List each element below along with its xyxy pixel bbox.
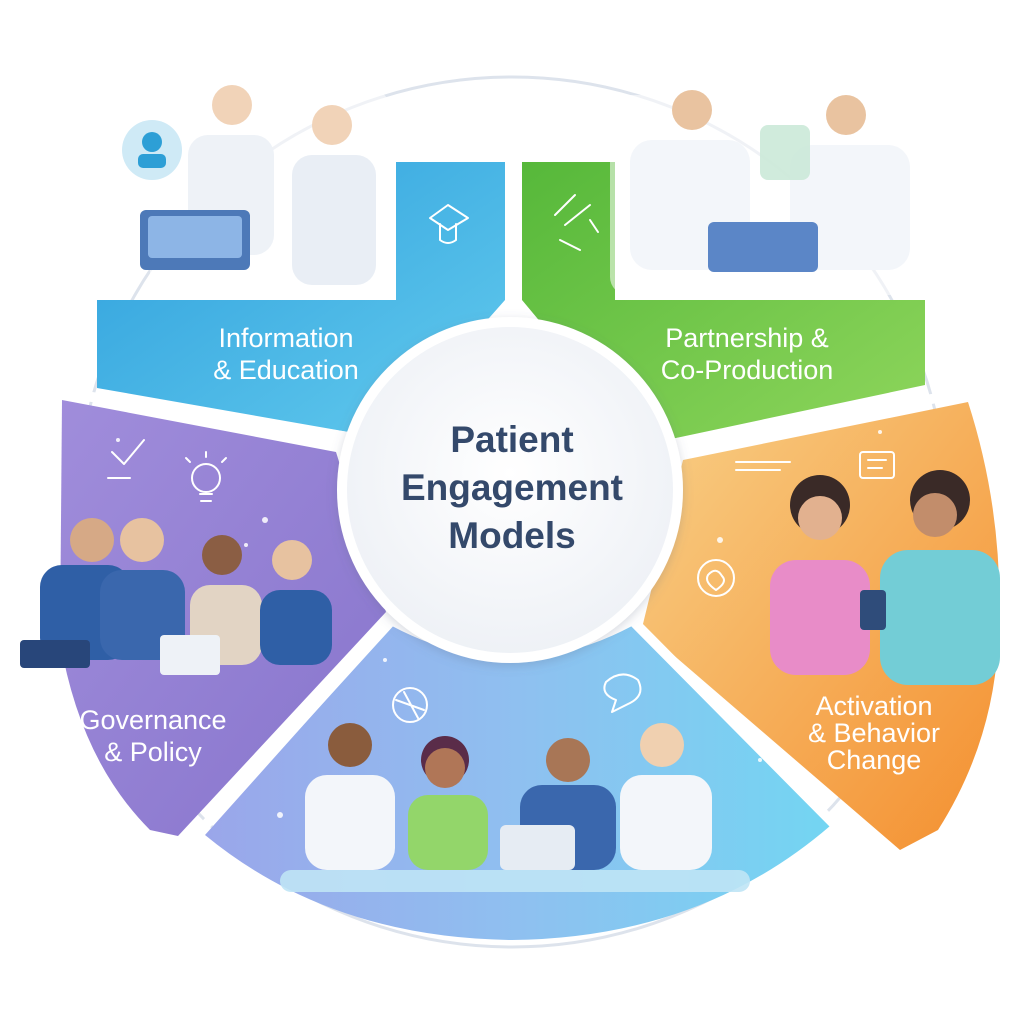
- scene-activation-behavior-change: [770, 470, 1000, 685]
- scene-information-education: [140, 85, 390, 300]
- label-line: & Policy: [104, 737, 202, 767]
- document-icon: [735, 461, 791, 471]
- label-line: Information: [218, 323, 353, 353]
- chat-bubble-icon: [603, 673, 642, 713]
- center-circle[interactable]: [337, 317, 683, 663]
- label-line: Activation: [815, 691, 932, 721]
- notebook-icon: [859, 451, 895, 479]
- label-line: & Education: [213, 355, 359, 385]
- label-line: Patient: [450, 419, 573, 460]
- scene-governance-policy: [20, 518, 332, 675]
- label-line: Partnership &: [665, 323, 829, 353]
- label-line: Governance: [79, 705, 226, 735]
- heart-icon: [697, 559, 735, 597]
- label-line: Models: [448, 515, 575, 556]
- segment-dividers: [55, 145, 977, 847]
- sparkles: [116, 430, 882, 818]
- globe-icon: [392, 687, 428, 723]
- label-partnership-coproduction: Partnership &Co-Production: [661, 323, 834, 385]
- graduation-icon: [429, 204, 469, 244]
- label-line: & Behavior: [808, 718, 940, 748]
- checklist-icon: [107, 439, 145, 479]
- label-line: Change: [827, 745, 922, 775]
- label-line: Engagement: [401, 467, 623, 508]
- label-information-education: Information& Education: [213, 323, 359, 385]
- label-line: Co-Production: [661, 355, 834, 385]
- handshake-icon: [554, 194, 599, 251]
- scene-partnership-coproduction: [610, 90, 940, 295]
- label-governance-policy: Governance& Policy: [79, 705, 226, 767]
- scene-collaborative-care: [280, 723, 750, 892]
- healthcare-badge-icon: [122, 120, 182, 180]
- lightbulb-icon: [185, 451, 227, 502]
